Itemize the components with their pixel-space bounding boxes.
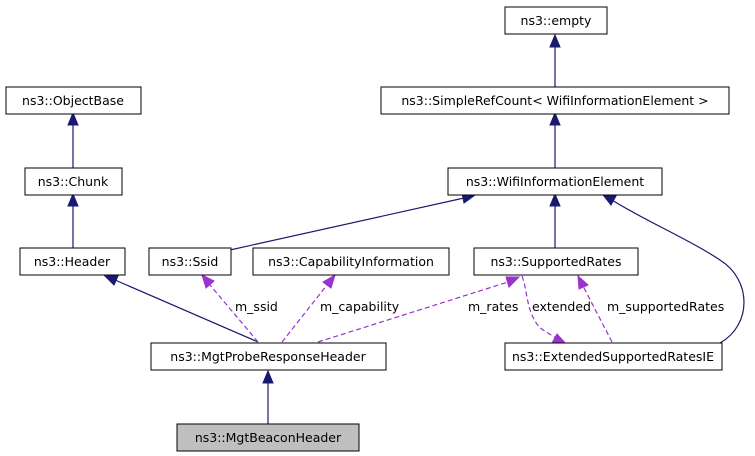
node-capability-information-label: ns3::CapabilityInformation [268,254,434,269]
edge-m-ssid [209,284,259,343]
node-header[interactable]: ns3::Header [19,247,126,276]
node-mgt-beacon-header-label: ns3::MgtBeaconHeader [195,430,342,445]
arrowhead-ssid [201,274,215,289]
node-mgt-probe-response-header[interactable]: ns3::MgtProbeResponseHeader [150,342,387,371]
arrowhead-objectbase [67,111,79,126]
edge-m-supportedrates [582,285,613,343]
node-object-base-label: ns3::ObjectBase [22,93,124,108]
node-empty[interactable]: ns3::empty [504,6,608,35]
arrowhead-chunk [67,192,79,207]
arrowhead-empty [549,33,561,48]
node-ssid-label: ns3::Ssid [162,254,219,269]
node-mgt-probe-response-header-label: ns3::MgtProbeResponseHeader [170,349,366,364]
arrowhead-capability [322,273,336,289]
node-simple-ref-count[interactable]: ns3::SimpleRefCount< WifiInformationElem… [380,86,730,115]
arrowhead-wifielement-from-extended [601,194,617,206]
node-wifi-information-element-label: ns3::WifiInformationElement [466,174,644,189]
edge-m-rates [317,281,509,343]
label-extended: extended [532,299,591,314]
node-supported-rates[interactable]: ns3::SupportedRates [473,247,639,276]
arrowhead-header [103,275,119,286]
node-chunk[interactable]: ns3::Chunk [24,167,123,196]
node-empty-label: ns3::empty [521,13,593,28]
node-wifi-information-element[interactable]: ns3::WifiInformationElement [447,167,663,196]
label-m-rates: m_rates [468,299,518,314]
arrowhead-simplerefcount [549,111,561,126]
arrowhead-supportedrates-from-extended [577,274,589,290]
edge-extendedrates-wifielement [611,199,745,344]
label-m-ssid: m_ssid [235,299,278,314]
arrowhead-supportedrates-from-probe [505,276,521,288]
node-chunk-label: ns3::Chunk [38,174,109,189]
arrowhead-probe [262,369,274,384]
edge-ssid-wifielement [229,197,465,251]
edge-labels: m_ssid m_capability m_rates extended m_s… [235,299,724,314]
label-m-supportedrates: m_supportedRates [607,299,724,314]
node-object-base[interactable]: ns3::ObjectBase [5,86,142,115]
node-simple-ref-count-label: ns3::SimpleRefCount< WifiInformationElem… [401,93,708,108]
node-ssid[interactable]: ns3::Ssid [148,247,232,276]
node-supported-rates-label: ns3::SupportedRates [490,254,621,269]
node-header-label: ns3::Header [34,254,111,269]
node-capability-information[interactable]: ns3::CapabilityInformation [252,247,450,276]
node-extended-supported-rates-ie[interactable]: ns3::ExtendedSupportedRatesIE [504,342,723,371]
label-m-capability: m_capability [320,299,400,314]
edge-probe-header [114,279,259,343]
arrowhead-wifielement-from-rates [549,192,561,207]
node-mgt-beacon-header[interactable]: ns3::MgtBeaconHeader [176,423,360,452]
node-extended-supported-rates-ie-label: ns3::ExtendedSupportedRatesIE [512,349,714,364]
edge-m-capability [281,284,328,343]
inheritance-edges [67,33,745,424]
